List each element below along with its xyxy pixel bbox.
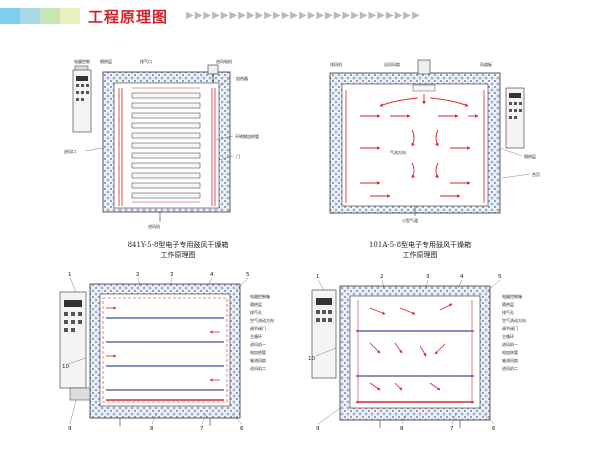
num-3-6: 6 — [240, 426, 244, 432]
header-stripe-3 — [40, 8, 60, 24]
num-4-2: 2 — [380, 274, 384, 280]
num-3-1: 1 — [68, 272, 72, 278]
legend-4-item-3: 排气孔 — [502, 309, 514, 315]
diagram-canvas: 电器控制 隔热层 排气口 进风电机 加热器 不锈钢加热管 门 进风口 进风机 — [40, 28, 560, 444]
legend-4-item-4: 空气流动方向 — [502, 317, 526, 323]
num-3-7: 7 — [200, 426, 204, 432]
legend-4-item-8: 电加热管 — [502, 349, 518, 355]
header-stripe-4 — [60, 8, 80, 24]
diagram-4: 1 2 3 4 5 6 7 8 9 10 电器控制箱 隔热层 排气孔 空气流动方… — [308, 274, 526, 432]
shelves-4 — [356, 330, 474, 377]
num-4-6: 6 — [492, 426, 496, 432]
num-4-7: 7 — [450, 426, 454, 432]
label-bottom-2: 小型气道 — [402, 217, 418, 223]
header-stripe-2 — [20, 8, 40, 24]
legend-4: 电器控制箱 隔热层 排气孔 空气流动方向 调节阀门 主循环 进风机一 电加热管 … — [502, 293, 526, 371]
control-panel-3 — [59, 291, 87, 389]
caption-1-line2: 工作原理图 — [160, 251, 196, 259]
diagram-1: 电器控制 隔热层 排气口 进风电机 加热器 不锈钢加热管 门 进风口 进风机 — [64, 58, 259, 229]
num-3-5: 5 — [246, 272, 250, 278]
caption-1-line1: 841Y-5-8型电子专用鼓风干燥箱 — [127, 241, 229, 249]
legend-3-item-1: 电器控制箱 — [250, 293, 270, 299]
legend-4-item-2: 隔热层 — [502, 301, 514, 307]
num-4-8: 8 — [400, 426, 404, 432]
label-airflow-2: 气流方向 — [390, 149, 406, 155]
fan-motor-1 — [207, 64, 219, 75]
legend-3-item-5: 调节阀门 — [250, 325, 266, 331]
label-door-2: 合页 — [532, 171, 540, 177]
label-door-1: 门 — [236, 153, 240, 159]
num-4-9: 9 — [316, 426, 320, 432]
diagrams-svg: 电器控制 隔热层 排气口 进风电机 加热器 不锈钢加热管 门 进风口 进风机 — [59, 58, 540, 432]
label-insulation-1: 隔热层 — [100, 58, 112, 64]
label-inner-heater-1: 不锈钢加热管 — [235, 133, 259, 139]
legend-4-item-7: 进风机一 — [502, 341, 518, 347]
legend-4-item-5: 调节阀门 — [502, 325, 518, 331]
legend-3-item-9: 轴流风扇 — [250, 357, 266, 363]
label-air-in-1: 进风口 — [64, 148, 76, 154]
legend-3-item-6: 主循环 — [250, 333, 262, 339]
num-3-3: 3 — [170, 272, 174, 278]
legend-3-item-4: 空气流动方向 — [250, 317, 274, 323]
legend-3-item-2: 隔热层 — [250, 301, 262, 307]
header-arrows: ▶▶▶▶▶▶▶▶▶▶▶▶▶▶▶▶▶▶▶▶▶▶▶▶▶▶▶ — [186, 10, 421, 21]
label-duct-2: 风道板 — [480, 61, 492, 67]
num-3-9: 9 — [68, 426, 72, 432]
label-air-in-fan-1: 进风机 — [148, 223, 160, 229]
num-3-2: 2 — [136, 272, 140, 278]
header-stripe-1 — [0, 8, 20, 24]
label-outlet-2: 出风风扇 — [384, 61, 400, 67]
label-heater-1: 加热器 — [236, 75, 248, 81]
label-vent-1: 排气口 — [140, 58, 152, 64]
legend-3-item-10: 进风机二 — [250, 365, 266, 371]
fan-3 — [69, 387, 91, 401]
caption-1: 841Y-5-8型电子专用鼓风干燥箱 工作原理图 — [88, 240, 268, 260]
airflow-4 — [369, 303, 453, 391]
label-control-1: 电器控制 — [74, 58, 90, 64]
num-3-4: 4 — [210, 272, 214, 278]
num-4-5: 5 — [498, 274, 502, 280]
num-4-10: 10 — [308, 356, 315, 362]
num-3-8: 8 — [150, 426, 154, 432]
legend-4-item-10: 进风机二 — [502, 365, 518, 371]
legend-4-item-9: 轴流风扇 — [502, 357, 518, 363]
diagram-3: 1 2 3 4 5 6 7 8 9 10 电器控制箱 隔热层 排气孔 空气流动方… — [59, 272, 274, 432]
label-insulation-2: 隔热层 — [524, 153, 536, 159]
header-bar: 工程原理图 ▶▶▶▶▶▶▶▶▶▶▶▶▶▶▶▶▶▶▶▶▶▶▶▶▶▶▶ — [0, 0, 600, 30]
page-title: 工程原理图 — [88, 8, 169, 26]
fan-2 — [417, 59, 431, 75]
num-4-1: 1 — [316, 274, 320, 280]
label-fan-2: 排风机 — [330, 61, 342, 67]
label-fan-motor-1: 进风电机 — [216, 58, 232, 64]
num-3-10: 10 — [62, 364, 69, 370]
caption-2-line2: 工作原理图 — [402, 251, 438, 259]
caption-2-line1: 101A-5-8型电子专用鼓风干燥箱 — [368, 241, 472, 249]
shelves-3 — [106, 317, 224, 391]
shelves-1 — [131, 92, 201, 199]
legend-4-item-1: 电器控制箱 — [502, 293, 522, 299]
num-4-3: 3 — [426, 274, 430, 280]
airflow-2 — [360, 94, 479, 198]
num-4-4: 4 — [460, 274, 464, 280]
legend-4-item-6: 主循环 — [502, 333, 514, 339]
legend-3-item-7: 进风机一 — [250, 341, 266, 347]
legend-3-item-8: 电加热管 — [250, 349, 266, 355]
caption-2: 101A-5-8型电子专用鼓风干燥箱 工作原理图 — [330, 240, 510, 260]
legend-3: 电器控制箱 隔热层 排气孔 空气流动方向 调节阀门 主循环 进风机一 电加热管 … — [250, 293, 274, 371]
legend-3-item-3: 排气孔 — [250, 309, 262, 315]
diagram-2: 排风机 出风风扇 风道板 隔热层 合页 气流方向 小型气道 — [329, 59, 540, 223]
